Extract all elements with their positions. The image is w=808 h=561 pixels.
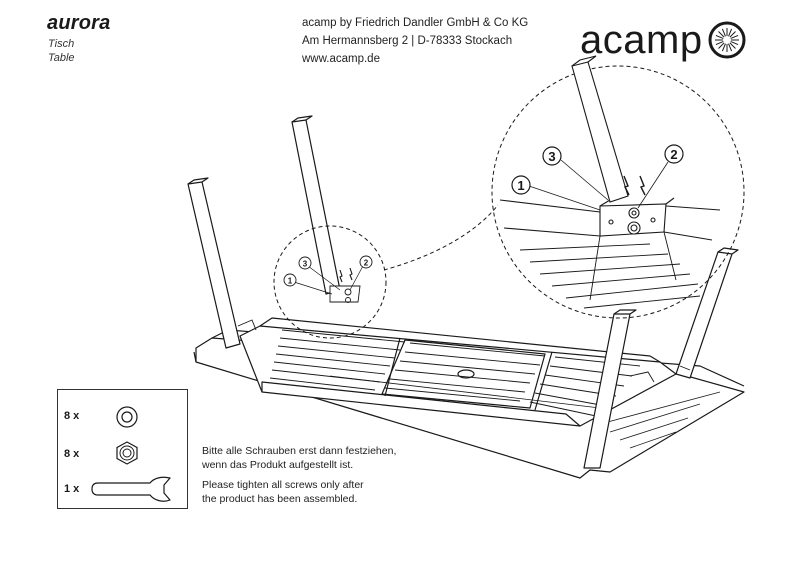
company-website: www.acamp.de — [302, 53, 380, 65]
callout-2-label: 2 — [670, 147, 677, 162]
note-english: Please tighten all screws only after the… — [202, 478, 364, 506]
note-en-line2: the product has been assembled. — [202, 493, 358, 505]
part-qty: 8 x — [64, 448, 80, 460]
product-subtitle-de: Tisch — [48, 38, 75, 50]
note-de-line1: Bitte alle Schrauben erst dann festziehe… — [202, 445, 397, 457]
callout-3-label: 3 — [548, 149, 555, 164]
callout-2-small-label: 2 — [364, 259, 369, 268]
note-en-line1: Please tighten all screws only after — [202, 479, 364, 491]
company-street: Am Hermannsberg 2 | D-78333 Stockach — [302, 35, 513, 47]
wrench-icon — [91, 476, 171, 502]
part-row-wrench: 1 x — [58, 475, 189, 505]
part-qty: 1 x — [64, 483, 80, 495]
washer-icon — [116, 406, 138, 428]
leg-back-left — [291, 119, 341, 295]
detail-circle-large — [491, 65, 745, 319]
callout-1-small-label: 1 — [288, 277, 293, 286]
callout-1-marker — [511, 175, 531, 195]
detail-leg — [571, 61, 629, 203]
leg-front-right — [583, 313, 631, 469]
detail-small-content — [293, 263, 365, 303]
callout-2-marker — [664, 144, 684, 164]
callout-2-small-marker — [359, 255, 373, 269]
callout-1-label: 1 — [517, 178, 524, 193]
callout-3-marker — [542, 146, 562, 166]
logo-wordmark: acamp — [580, 18, 703, 62]
callout-markers-large — [511, 144, 684, 195]
callout-3-small-label: 3 — [303, 260, 308, 269]
product-subtitle-en: Table — [48, 52, 75, 64]
company-name: acamp by Friedrich Dandler GmbH & Co KG — [302, 17, 529, 29]
sun-icon — [708, 21, 746, 59]
acamp-logo: acamp — [580, 14, 750, 66]
leg-back-right — [675, 251, 733, 379]
part-qty: 8 x — [64, 410, 80, 422]
parts-list: 8 x 8 x 1 x — [57, 389, 188, 509]
umbrella-hole — [457, 369, 475, 379]
callout-markers-small — [283, 255, 373, 287]
hex-nut-icon — [116, 441, 138, 465]
leg-front-left — [187, 181, 241, 349]
note-de-line2: wenn das Produkt aufgestellt ist. — [202, 459, 354, 471]
company-address: acamp by Friedrich Dandler GmbH & Co KG … — [302, 14, 528, 68]
note-german: Bitte alle Schrauben erst dann festziehe… — [202, 444, 396, 472]
detail-circle-small — [273, 225, 387, 339]
callout-1-small-marker — [283, 273, 297, 287]
part-row-nut: 8 x — [58, 440, 189, 470]
part-row-washer: 8 x — [58, 402, 189, 432]
detail-enlargement — [499, 55, 721, 309]
product-title: aurora — [47, 12, 111, 34]
callout-3-small-marker — [298, 256, 312, 270]
